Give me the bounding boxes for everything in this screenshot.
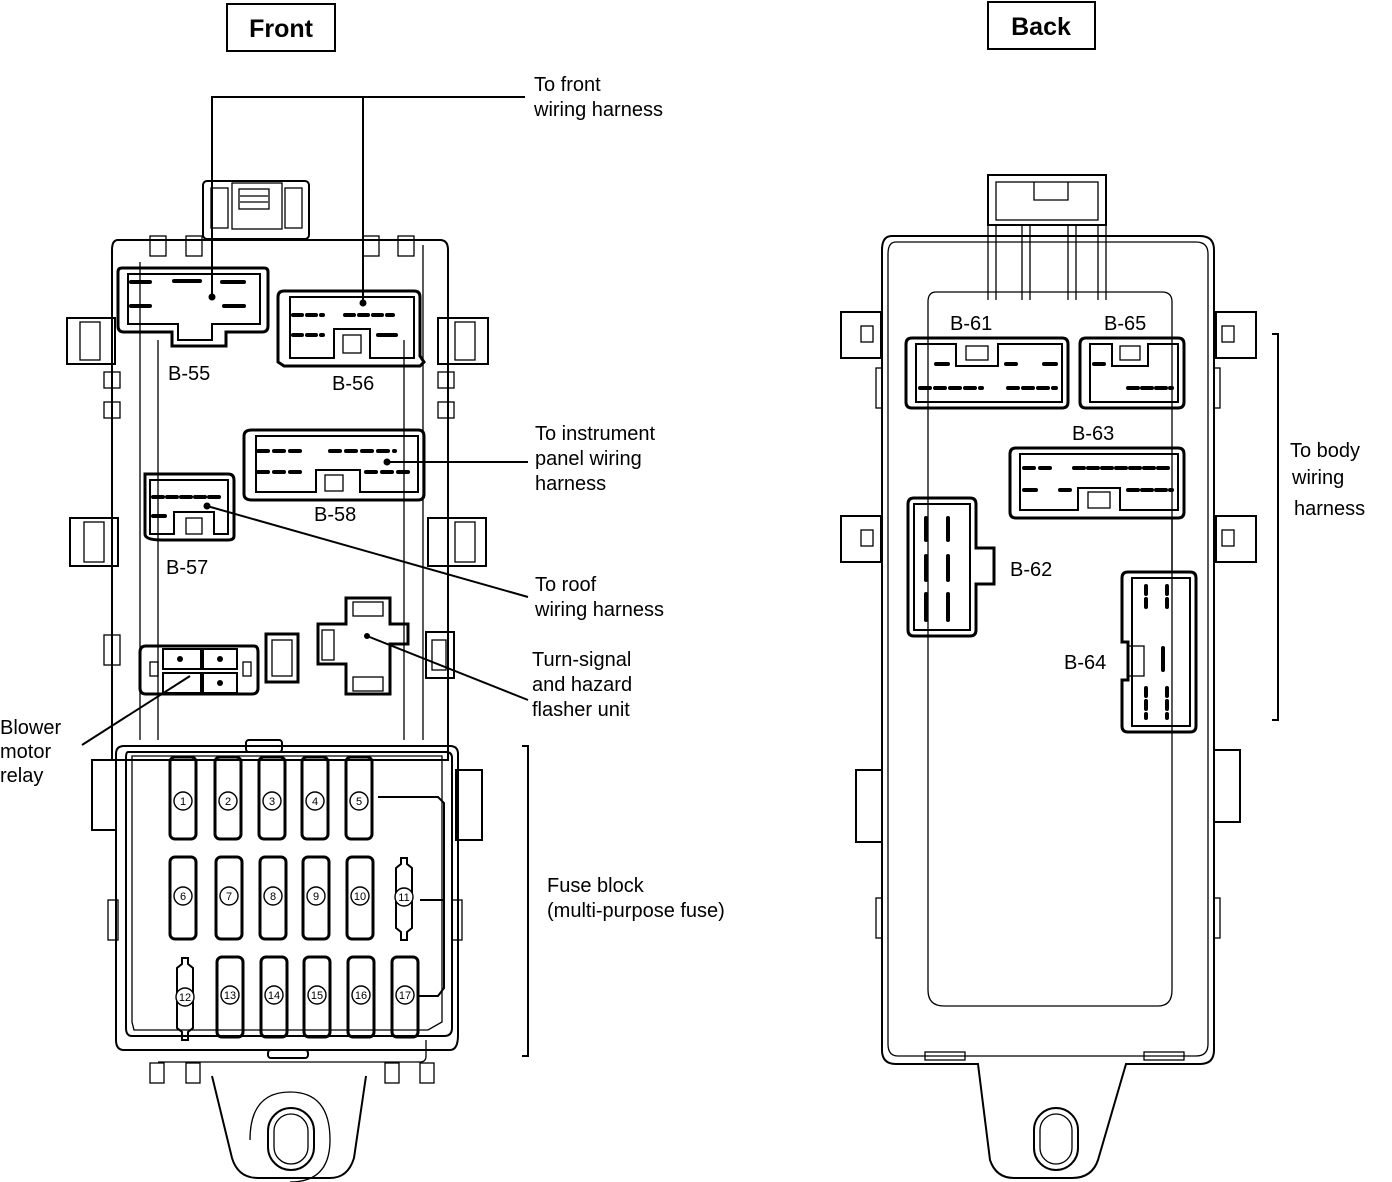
connector-label-b63: B-63 — [1072, 423, 1114, 445]
fuse-17[interactable]: 17 — [390, 955, 420, 1039]
fuse-3[interactable]: 3 — [257, 755, 287, 841]
fuse-number: 5 — [356, 796, 362, 808]
connector-b64[interactable] — [1120, 570, 1198, 734]
callout-instrument-harness: To instrument panel wiring harness — [535, 423, 661, 495]
front-view: Front — [0, 3, 725, 1182]
fuse-12[interactable]: 12 — [175, 957, 195, 1041]
callout-front-harness: To front wiring harness — [533, 74, 663, 121]
connector-label-b55: B-55 — [168, 363, 210, 385]
fuse-number: 16 — [355, 990, 367, 1002]
back-top-tab — [987, 174, 1107, 300]
connector-label-b56: B-56 — [332, 373, 374, 395]
back-title-box — [987, 1, 1096, 50]
connector-label-b65: B-65 — [1104, 313, 1146, 335]
fuse-9[interactable]: 9 — [301, 855, 331, 941]
side-brackets — [66, 317, 489, 679]
fuse-6[interactable]: 6 — [168, 855, 198, 941]
fuse-block — [91, 739, 483, 1059]
connector-label-b62: B-62 — [1010, 559, 1052, 581]
fuse-8[interactable]: 8 — [258, 855, 288, 941]
connector-label-b61: B-61 — [950, 313, 992, 335]
leader-roof-harness — [206, 505, 529, 598]
body-harness-bracket — [1272, 333, 1279, 721]
fuse-2[interactable]: 2 — [213, 755, 243, 841]
fuse-number: 7 — [226, 891, 232, 903]
back-title: Back — [1011, 13, 1071, 41]
fuse-number: 12 — [179, 992, 191, 1004]
callout-roof-harness: To roof wiring harness — [534, 574, 664, 621]
leader-blower-relay — [81, 675, 191, 746]
connector-label-b64: B-64 — [1064, 652, 1106, 674]
callout-fuse-block: Fuse block (multi-purpose fuse) — [547, 875, 725, 922]
front-title-box — [226, 3, 336, 52]
connector-b55[interactable] — [116, 266, 270, 348]
flasher-unit[interactable] — [316, 596, 410, 696]
fuse-1[interactable]: 1 — [168, 755, 198, 841]
fuse-number: 8 — [270, 891, 276, 903]
connector-b63[interactable] — [1008, 446, 1186, 520]
fuse-number: 4 — [312, 796, 318, 808]
fuse-block-bracket — [522, 745, 529, 1057]
fuse-number: 15 — [311, 990, 323, 1002]
fuse-16[interactable]: 16 — [346, 955, 376, 1039]
connector-label-b57: B-57 — [166, 557, 208, 579]
front-title: Front — [249, 15, 314, 43]
connector-b65[interactable] — [1078, 336, 1186, 410]
blower-motor-relay[interactable] — [138, 644, 260, 696]
callout-blower-relay: Blower motor relay — [0, 717, 67, 787]
connector-b62[interactable] — [906, 496, 996, 638]
fuse-5[interactable]: 5 — [344, 755, 374, 841]
fuse-number: 1 — [180, 796, 186, 808]
connector-b58[interactable] — [242, 428, 426, 502]
fuse-14[interactable]: 14 — [259, 955, 289, 1039]
fuse-11[interactable]: 11 — [394, 857, 414, 941]
callout-body-harness: To body wiring harness — [1290, 440, 1366, 520]
fuse-number: 14 — [268, 990, 280, 1002]
connector-b57[interactable] — [143, 472, 236, 542]
fuse-15[interactable]: 15 — [302, 955, 332, 1039]
connector-label-b58: B-58 — [314, 504, 356, 526]
leader-front-harness — [211, 96, 525, 303]
fuse-number: 10 — [354, 891, 366, 903]
connector-b61[interactable] — [904, 336, 1070, 410]
fuse-13[interactable]: 13 — [215, 955, 245, 1039]
fuse-number: 11 — [398, 892, 409, 904]
fuse-number: 17 — [399, 990, 411, 1002]
back-view: Back — [840, 1, 1366, 1179]
fuse-number: 9 — [313, 891, 319, 903]
spare-slot — [264, 632, 300, 684]
fuse-number: 13 — [224, 990, 236, 1002]
fuse-10[interactable]: 10 — [345, 855, 375, 941]
callout-flasher: Turn-signal and hazard flasher unit — [532, 649, 638, 721]
leader-flasher — [366, 635, 529, 701]
fuse-7[interactable]: 7 — [214, 855, 244, 941]
front-bottom-mount — [149, 1040, 435, 1182]
fuse-number: 3 — [269, 796, 275, 808]
back-housing — [881, 235, 1215, 1179]
fuse-number: 2 — [225, 796, 231, 808]
fuse-4[interactable]: 4 — [300, 755, 330, 841]
connector-b56[interactable] — [276, 289, 426, 368]
front-housing — [111, 239, 449, 761]
top-tab — [202, 180, 310, 240]
fuse-number: 6 — [180, 891, 186, 903]
